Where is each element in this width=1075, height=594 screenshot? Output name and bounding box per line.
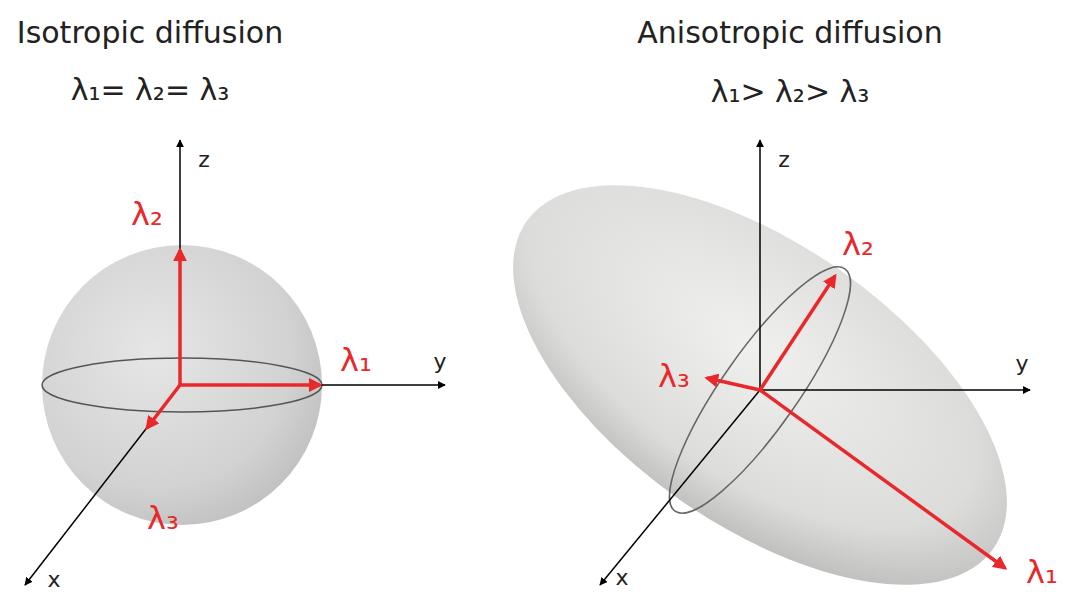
- eigenvector-label: λ₃: [147, 502, 179, 534]
- eigenvalue-relation: λ₁= λ₂= λ₃: [71, 75, 230, 105]
- eigenvector-label: λ₁: [340, 344, 372, 376]
- axis-label: x: [47, 569, 60, 591]
- eigenvector-label: λ₁: [1026, 556, 1058, 588]
- title: Anisotropic diffusion: [637, 18, 942, 48]
- anisotropic-ellipsoid: [446, 107, 1074, 594]
- eigenvalue-relation: λ₁> λ₂> λ₃: [711, 77, 870, 107]
- axis-label: z: [778, 149, 790, 171]
- isotropic-sphere: [25, 140, 445, 585]
- eigenvector-label: λ₂: [131, 198, 163, 230]
- axis-label: x: [615, 567, 628, 589]
- eigenvector-label: λ₂: [842, 228, 874, 260]
- title: Isotropic diffusion: [17, 18, 283, 48]
- axis-label: y: [433, 351, 446, 373]
- eigenvector-label: λ₃: [658, 360, 690, 392]
- axis-label: z: [198, 149, 210, 171]
- axis-label: y: [1015, 353, 1028, 375]
